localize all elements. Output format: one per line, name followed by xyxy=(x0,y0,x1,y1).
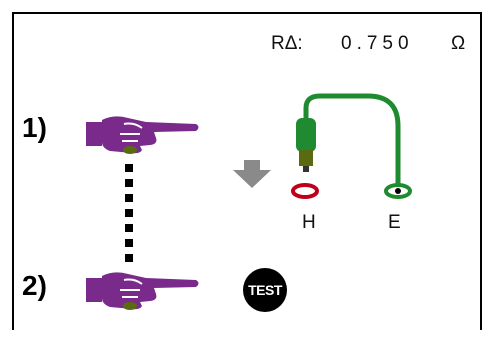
step-connector xyxy=(125,164,133,262)
resistance-value: 0.750 xyxy=(341,33,414,54)
resistance-unit: Ω xyxy=(451,33,466,54)
step-1-label: 1) xyxy=(22,112,47,143)
step-2-label: 2) xyxy=(22,270,47,301)
pointing-hand-icon xyxy=(86,116,199,154)
resistance-readout: RΔ: 0.750 Ω xyxy=(271,33,465,55)
terminal-e-label: E xyxy=(388,212,401,233)
pointing-hand-icon xyxy=(86,272,199,310)
resistance-label: RΔ: xyxy=(271,33,303,54)
test-button[interactable]: TEST xyxy=(243,268,287,312)
down-arrow-icon xyxy=(233,160,271,188)
display-frame xyxy=(12,12,482,330)
test-probe-icon xyxy=(291,93,412,199)
terminal-h-label: H xyxy=(302,212,316,233)
